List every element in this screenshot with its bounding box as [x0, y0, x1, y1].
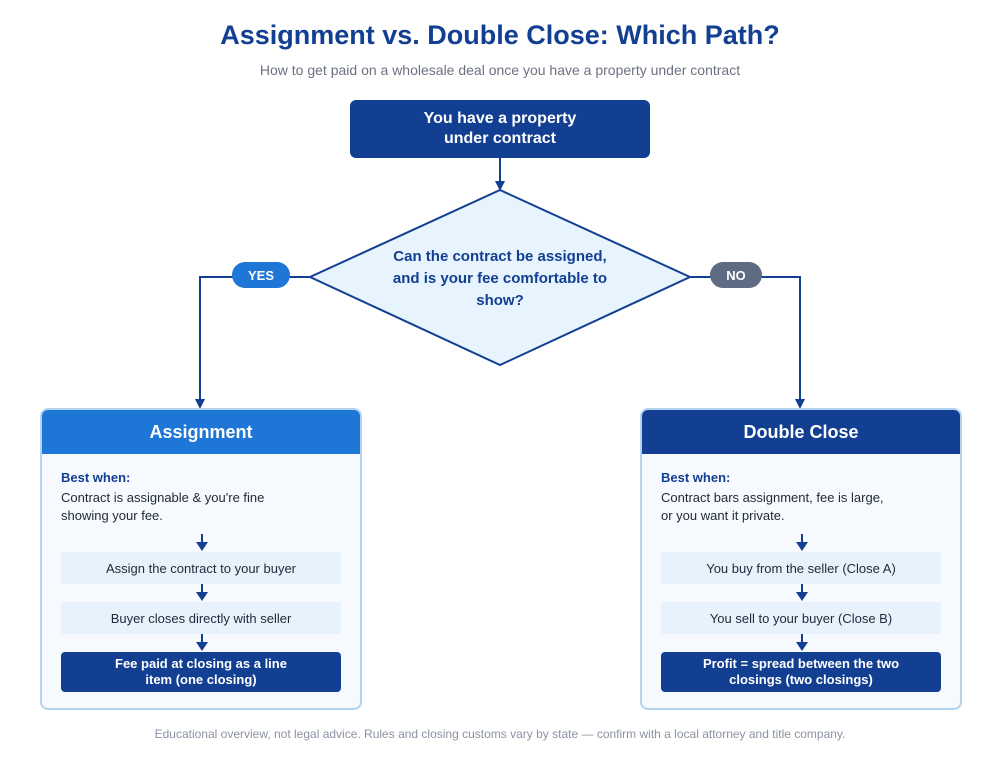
assignment-result-text: Fee paid at closing as a line item (one … [115, 656, 287, 687]
decision-diamond [307, 188, 693, 367]
down-arrow-icon [796, 534, 808, 551]
down-arrow-icon [196, 634, 208, 651]
double-close-step-1: You buy from the seller (Close A) [661, 552, 941, 584]
assignment-result: Fee paid at closing as a line item (one … [61, 652, 341, 692]
double-close-result: Profit = spread between the two closings… [661, 652, 941, 692]
down-arrow-icon [196, 584, 208, 601]
assignment-best-when-text: Contract is assignable & you're fine sho… [61, 490, 265, 523]
down-arrow-icon [196, 534, 208, 551]
double-close-best-when-text: Contract bars assignment, fee is large, … [661, 490, 884, 523]
page-title: Assignment vs. Double Close: Which Path? [220, 20, 780, 50]
assignment-best-when-label: Best when: [61, 470, 131, 485]
assignment-step-1: Assign the contract to your buyer [61, 552, 341, 584]
double-close-card: Double Close Best when: Contract bars as… [640, 408, 962, 710]
arrow-no-branch [690, 276, 805, 409]
assignment-card: Assignment Best when: Contract is assign… [40, 408, 362, 710]
down-arrow-icon [796, 584, 808, 601]
assignment-step-2: Buyer closes directly with seller [61, 602, 341, 634]
double-close-title: Double Close [642, 410, 960, 454]
disclaimer-footnote: Educational overview, not legal advice. … [154, 727, 846, 741]
decision-question: Can the contract be assigned, and is you… [392, 248, 608, 309]
arrow-yes-branch [195, 276, 310, 409]
double-close-result-text: Profit = spread between the two closings… [702, 656, 900, 687]
start-node: You have a property under contract [350, 100, 650, 158]
double-close-best-when-label: Best when: [661, 470, 731, 485]
assignment-title: Assignment [42, 410, 360, 454]
page-subtitle: How to get paid on a wholesale deal once… [259, 62, 741, 78]
no-badge: NO [710, 262, 762, 288]
yes-badge: YES [232, 262, 290, 288]
down-arrow-icon [796, 634, 808, 651]
start-label: You have a property under contract [423, 110, 577, 147]
double-close-step-2: You sell to your buyer (Close B) [661, 602, 941, 634]
